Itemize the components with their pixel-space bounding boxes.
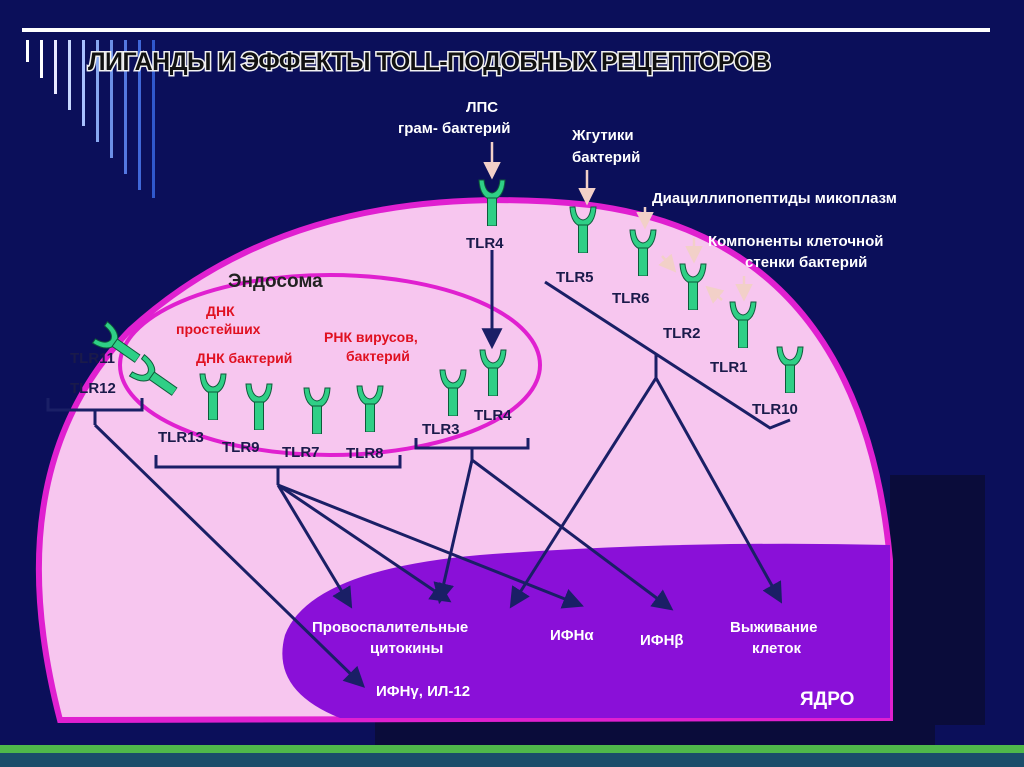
signal-arrows xyxy=(93,250,783,688)
proinflam-label-2: цитокины xyxy=(370,640,443,657)
tlr4-inner-label: TLR4 xyxy=(474,407,512,424)
page-title: ЛИГАНДЫ И ЭФФЕКТЫ TOLL-ПОДОБНЫХ РЕЦЕПТОР… xyxy=(88,48,770,76)
survival-label-2: клеток xyxy=(752,640,801,657)
tlr1-label: TLR1 xyxy=(710,359,748,376)
flagella-label-2: бактерий xyxy=(572,149,640,166)
tlr5-label: TLR5 xyxy=(556,269,594,286)
wall-label-1: Компоненты клеточной xyxy=(708,233,883,250)
tlr9-label: TLR9 xyxy=(222,439,260,456)
ifn-beta-label: ИФНβ xyxy=(640,632,684,649)
tlr12-label: TLR12 xyxy=(70,380,116,397)
tlr4-top-label: TLR4 xyxy=(466,235,504,252)
lps-label-1: ЛПС xyxy=(466,99,498,116)
tlr6-label: TLR6 xyxy=(612,290,650,307)
grouping-brackets xyxy=(46,280,791,485)
ifn-gamma-label: ИФНγ, ИЛ-12 xyxy=(376,683,470,700)
nucleus-label: ЯДРО xyxy=(800,689,854,710)
tlr3-label: TLR3 xyxy=(422,421,460,438)
endosome xyxy=(118,273,542,457)
rna-label-2: бактерий xyxy=(346,348,410,364)
tlr7-label: TLR7 xyxy=(282,444,320,461)
tlr8-label: TLR8 xyxy=(346,445,384,462)
lps-label-2: грам- бактерий xyxy=(398,120,510,137)
ifn-alpha-label: ИФНα xyxy=(550,627,594,644)
tlr10-label: TLR10 xyxy=(752,401,798,418)
dna-protozoa-label-1: ДНК xyxy=(206,303,235,319)
wall-label-2: стенки бактерий xyxy=(745,254,867,271)
tlr11-label: TLR11 xyxy=(70,350,115,367)
proinflam-label-1: Провоспалительные xyxy=(312,619,468,636)
dna-bacteria-label: ДНК бактерий xyxy=(196,350,292,366)
tlr2-label: TLR2 xyxy=(663,325,701,342)
bottom-bar xyxy=(0,745,1024,753)
rna-label-1: РНК вирусов, xyxy=(324,329,418,345)
dna-protozoa-label-2: простейших xyxy=(176,321,261,337)
survival-label-1: Выживание xyxy=(730,619,818,636)
tlr13-label: TLR13 xyxy=(158,429,204,446)
endosome-label: Эндосома xyxy=(228,271,323,292)
flagella-label-1: Жгутики xyxy=(571,127,634,144)
diacyl-label: Диациллипопептиды микоплазм xyxy=(652,190,897,207)
dark-panel xyxy=(890,475,985,725)
